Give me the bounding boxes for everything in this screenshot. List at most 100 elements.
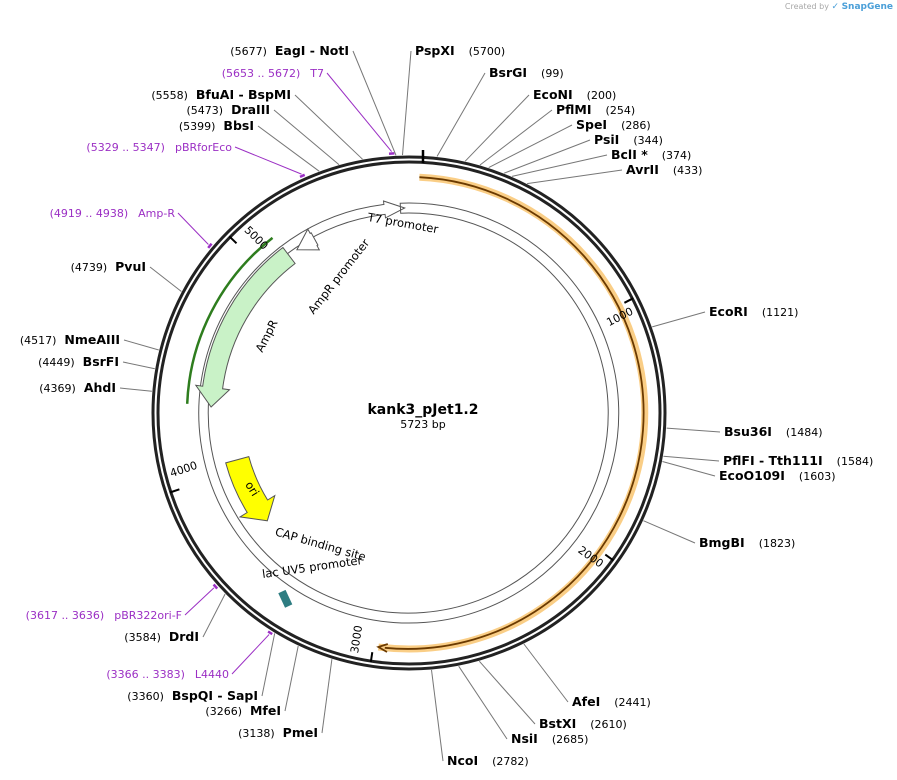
enzyme-name: AfeI (572, 694, 600, 709)
enzyme-pflfi[interactable]: PflFI - Tth111I(1584) (663, 453, 873, 468)
enzyme-ncoi[interactable]: NcoI (2782) (431, 669, 529, 768)
enzyme-draiii[interactable]: DraIII(5473) (186, 102, 340, 166)
enzyme-bfuai[interactable]: BfuAI - BspMI(5558) (151, 87, 363, 160)
enzyme-name: NsiI (511, 731, 538, 746)
enzyme-leader-line (257, 125, 320, 172)
enzyme-position: (4369) (39, 382, 76, 395)
enzyme-position: (5677) (230, 45, 267, 58)
enzyme-position: (5399) (179, 120, 216, 133)
enzyme-bsu36i[interactable]: Bsu36I (1484) (666, 424, 823, 439)
insert-arc-line (384, 176, 645, 650)
enzyme-spei[interactable]: SpeI (286) (488, 117, 651, 169)
enzyme-name: Bsu36I (724, 424, 772, 439)
enzyme-bstxi[interactable]: BstXI(2610) (478, 660, 627, 731)
plasmid-backbone (151, 155, 667, 671)
enzyme-name: PspXI (415, 43, 455, 58)
enzyme-name: BsrGI (489, 65, 527, 80)
primer-amp-r[interactable]: Amp-R(4919 .. 4938) (50, 207, 213, 249)
primer-t7[interactable]: T7(5653 .. 5672) (222, 67, 395, 156)
enzyme-mfei[interactable]: MfeI(3266) (205, 645, 299, 718)
enzyme-leader-line (643, 520, 696, 544)
lac-promoter-marker (278, 589, 293, 608)
enzyme-leader-line (149, 266, 182, 292)
brand-prefix: Created by (784, 2, 829, 11)
enzyme-leader-line (523, 643, 569, 703)
enzyme-name: BbsI (223, 118, 254, 133)
enzyme-name: PmeI (283, 725, 318, 740)
lac-uv5-promoter-label: lac UV5 promoter (261, 553, 363, 581)
primer-name: L4440 (195, 668, 229, 681)
enzyme-pmei[interactable]: PmeI(3138) (238, 659, 333, 740)
enzyme-leader-line (652, 311, 706, 328)
enzyme-position: (1584) (837, 455, 874, 468)
enzyme-position: (4739) (71, 261, 108, 274)
enzyme-leader-line (273, 109, 340, 166)
primer-layer: T7(5653 .. 5672)pBRforEco(5329 .. 5347) A… (26, 67, 395, 681)
enzyme-eagi[interactable]: EagI - NotI(5677) (230, 43, 397, 156)
enzyme-position: (99) (541, 67, 564, 80)
enzyme-position: (254) (606, 104, 636, 117)
enzyme-name: AhdI (84, 380, 116, 395)
enzyme-leader-line (511, 154, 608, 177)
enzyme-position: (2782) (492, 755, 529, 768)
enzyme-leader-line (488, 124, 573, 169)
enzyme-leader-line (663, 455, 720, 462)
enzyme-leader-line (479, 109, 553, 166)
enzyme-leader-line (122, 361, 155, 370)
enzyme-pflmi[interactable]: PflMI(254) (479, 102, 636, 166)
enzyme-nmeaiii[interactable]: NmeAIII(4517) (20, 332, 159, 351)
enzyme-bspqi[interactable]: BspQI - SapI(3360) (127, 633, 276, 703)
enzyme-leader-line (666, 427, 721, 433)
enzyme-bsrfi[interactable]: BsrFI(4449) (38, 354, 155, 370)
primer-binding-mark (212, 583, 219, 590)
primer-binding-mark (267, 630, 273, 636)
enzyme-bmgbi[interactable]: BmgBI(1823) (643, 520, 795, 550)
enzyme-position: (1121) (762, 306, 799, 319)
enzyme-leader-line (261, 633, 276, 697)
enzyme-position: (1484) (786, 426, 823, 439)
enzyme-ecori[interactable]: EcoRI(1121) (652, 304, 799, 328)
enzyme-afei[interactable]: AfeI(2441) (523, 643, 651, 709)
primer-l4440[interactable]: L4440(3366 .. 3383) (106, 630, 273, 682)
enzyme-position: (344) (633, 134, 663, 147)
enzyme-name: PvuI (115, 259, 146, 274)
enzyme-name: BsrFI (83, 354, 119, 369)
enzyme-ahdi[interactable]: AhdI (4369) (39, 380, 152, 395)
tick-mark (228, 235, 238, 245)
enzyme-avrii[interactable]: AvrII(433) (527, 162, 703, 185)
enzyme-position: (3360) (127, 690, 164, 703)
enzyme-leader-line (321, 659, 333, 734)
enzyme-bsrgi[interactable]: BsrGI (99) (436, 65, 564, 157)
tick-label: 3000 (348, 624, 365, 654)
enzyme-layer: EagI - NotI(5677)PspXI(5700)BsrGI (99) Eco… (20, 43, 873, 768)
enzyme-econi[interactable]: EcoNI(200) (464, 87, 616, 162)
enzyme-leader-line (431, 669, 444, 762)
enzyme-name: SpeI (576, 117, 607, 132)
primer-leader-line (177, 212, 209, 245)
enzyme-drdi[interactable]: DrdI(3584) (124, 593, 226, 644)
enzyme-position: (433) (673, 164, 703, 177)
enzyme-ecoo109i[interactable]: EcoO109I(1603) (662, 461, 835, 484)
enzyme-bcli[interactable]: BclI *(374) (511, 147, 691, 177)
enzyme-name: NcoI (447, 753, 478, 768)
enzyme-bbsi[interactable]: BbsI (5399) (179, 118, 320, 172)
primer-leader-line (184, 587, 215, 616)
primer-pbrforeco[interactable]: pBRforEco(5329 .. 5347) (86, 141, 306, 179)
enzyme-pvui[interactable]: PvuI (4739) (71, 259, 182, 292)
backbone-outer-ring (151, 155, 667, 671)
enzyme-leader-line (202, 593, 226, 638)
ampr-track-line (185, 236, 274, 404)
enzyme-leader-line (284, 645, 299, 712)
enzyme-position: (2610) (590, 718, 627, 731)
enzyme-leader-line (352, 50, 397, 156)
enzyme-position: (4517) (20, 334, 57, 347)
enzyme-leader-line (464, 94, 530, 162)
primer-pbr322ori-f[interactable]: pBR322ori-F(3617 .. 3636) (26, 583, 219, 623)
enzyme-nsii[interactable]: NsiI(2685) (458, 665, 589, 746)
primer-range: (4919 .. 4938) (50, 207, 129, 220)
enzyme-name: MfeI (250, 703, 281, 718)
enzyme-position: (286) (621, 119, 651, 132)
enzyme-pspxi[interactable]: PspXI(5700) (402, 43, 506, 156)
enzyme-psii[interactable]: PsiI(344) (503, 132, 663, 174)
